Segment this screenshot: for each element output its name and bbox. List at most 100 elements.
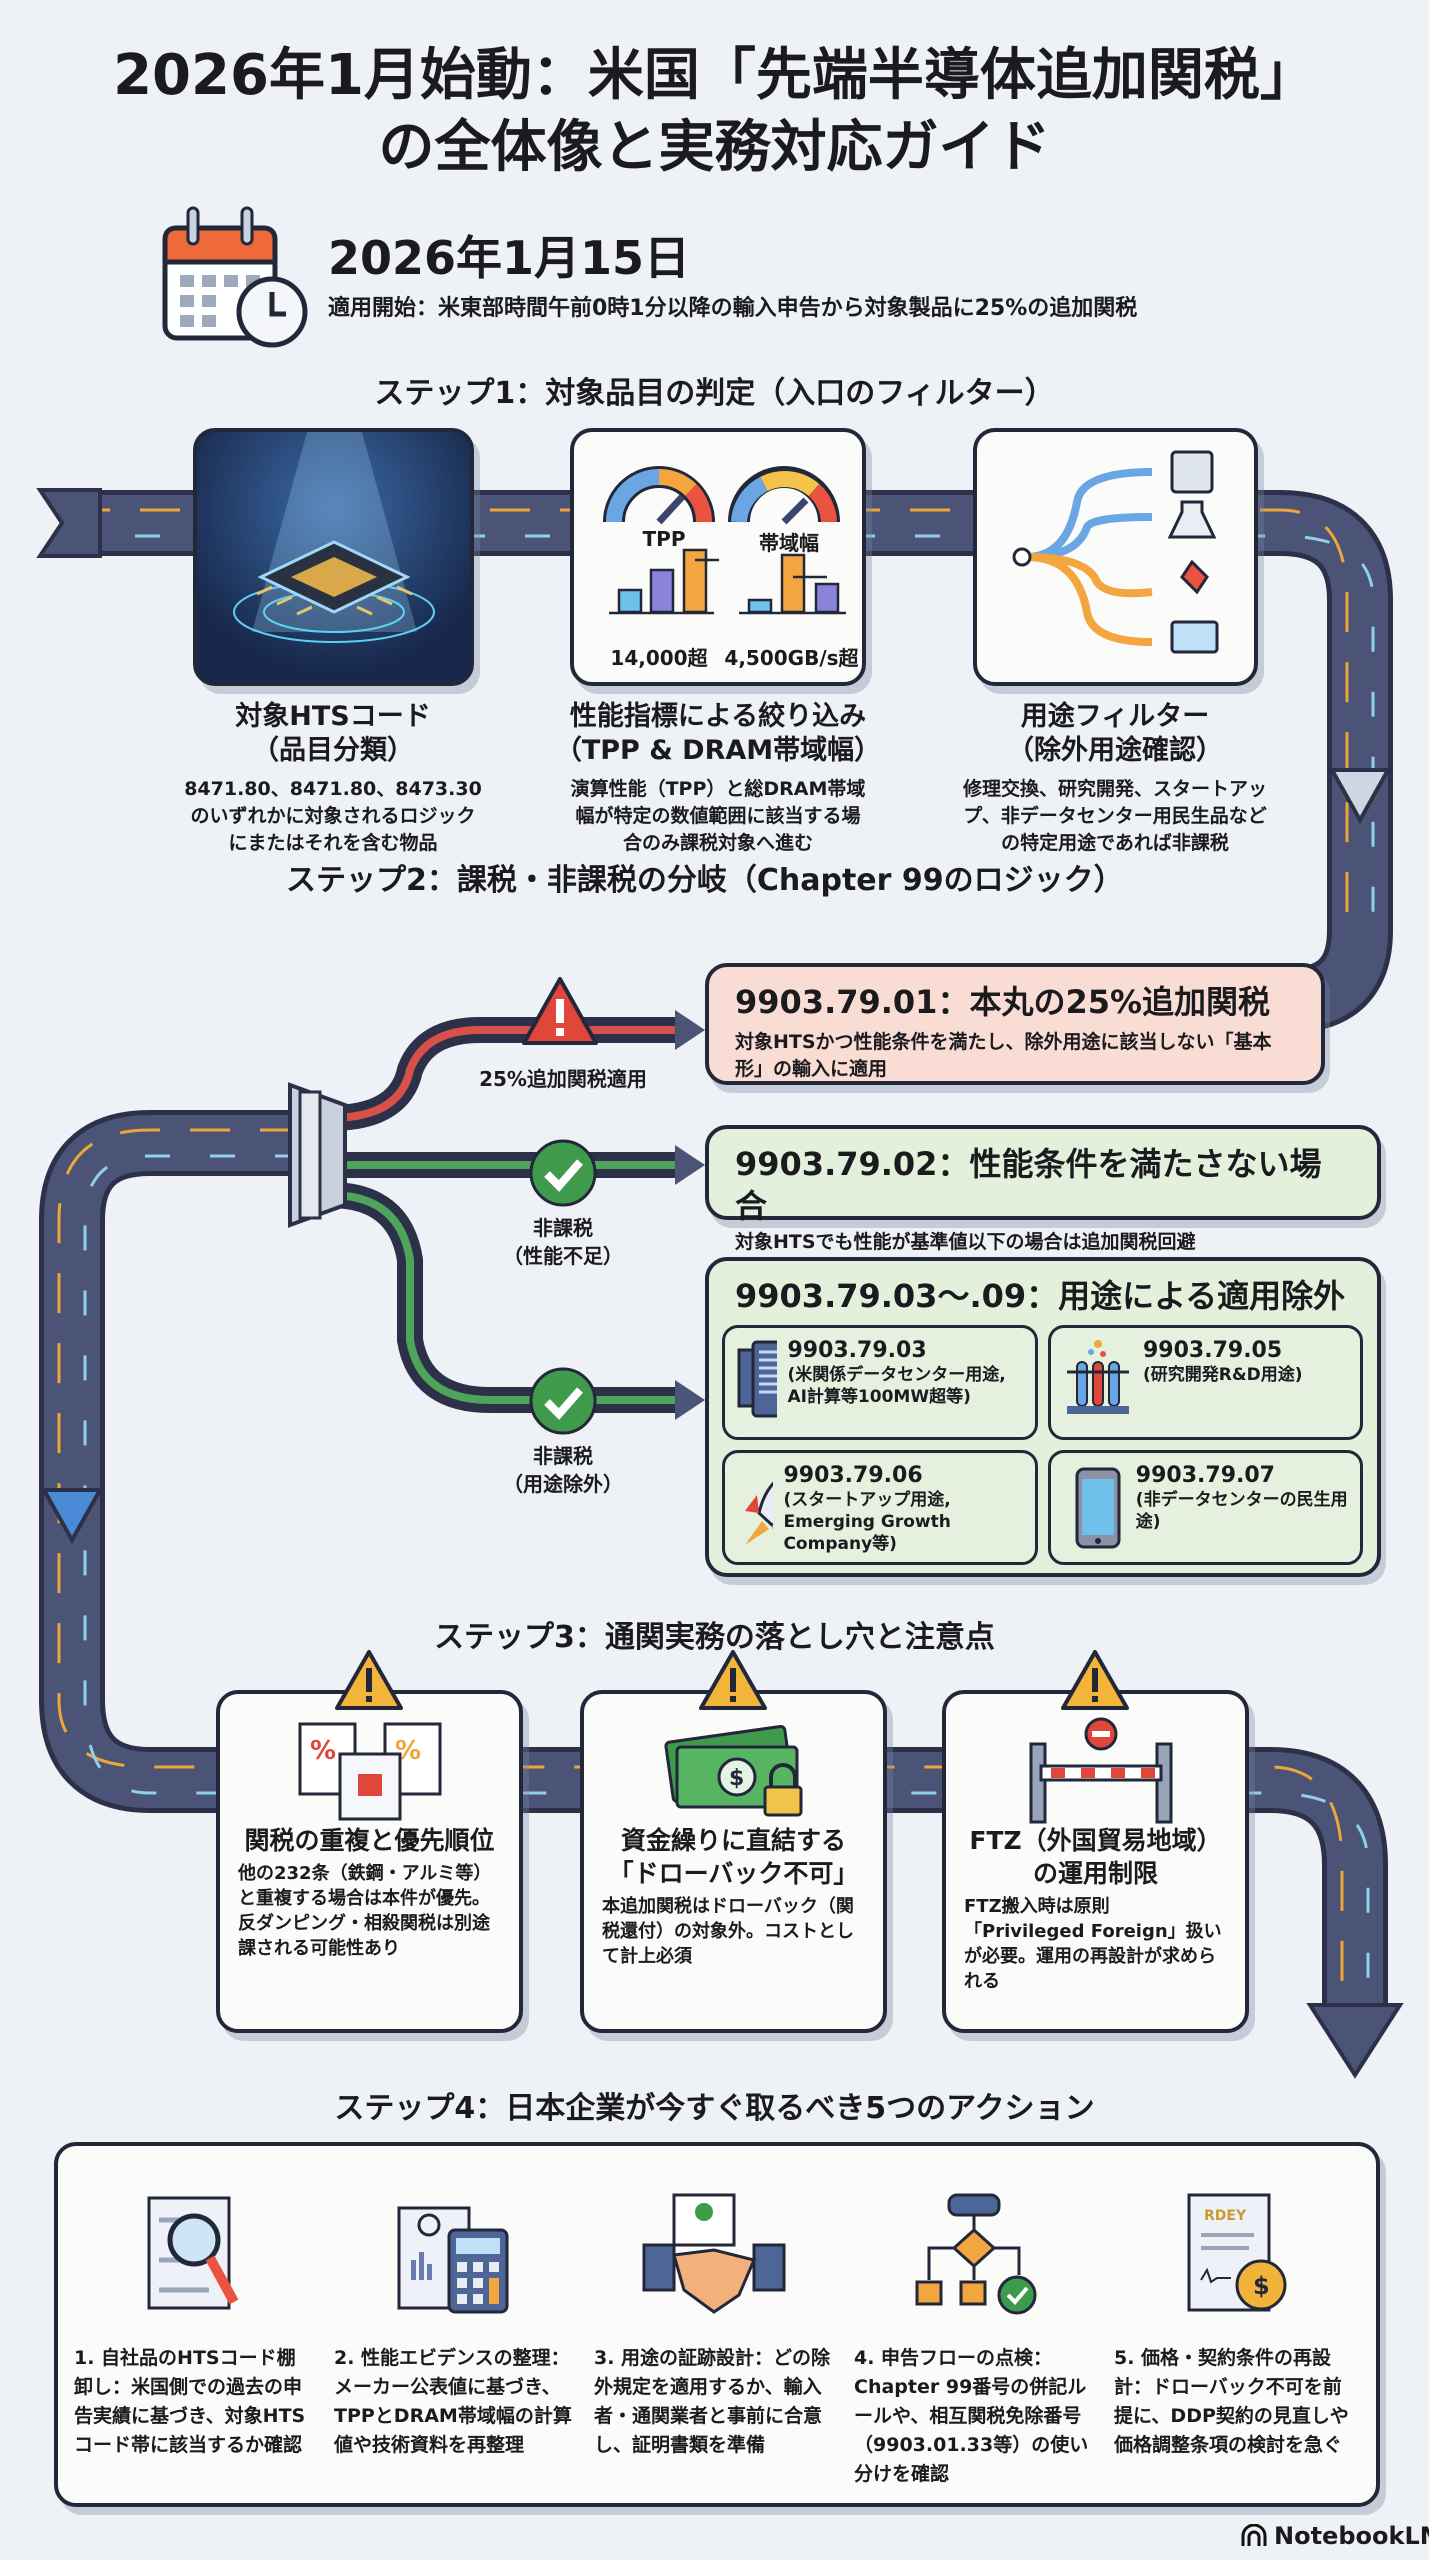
notebooklm-logo-icon: [1241, 2524, 1267, 2546]
exemption-desc: (研究開発R&D用途): [1143, 1365, 1303, 1385]
threshold-bandwidth: 4,500GB/s超: [724, 646, 859, 670]
threshold-tpp: 14,000超: [610, 646, 708, 670]
calendar-clock-icon: [162, 206, 308, 348]
step1-heading: ステップ1：対象品目の判定（入口のフィルター）: [374, 376, 1055, 411]
card-body: 演算性能（TPP）と総DRAM帯域幅が特定の数値範囲に該当する場合のみ課税対象へ…: [570, 778, 866, 854]
box-body: 対象HTSでも性能が基準値以下の場合は追加関税回避: [735, 1231, 1196, 1253]
junction-connector: [288, 1082, 347, 1228]
barrier-gate-icon: [1029, 1717, 1173, 1824]
use-filter-card: [973, 428, 1258, 686]
warning-icon: [1061, 1650, 1129, 1710]
branch-label-performance: 非課税（性能不足）: [463, 1214, 663, 1270]
end-arrowhead-icon: [1306, 2003, 1404, 2079]
chevron-down-icon: [40, 1488, 104, 1545]
check-circle-icon: [529, 1367, 597, 1435]
svg-text:RDEY: RDEY: [1204, 2208, 1247, 2224]
branch-label: 非課税: [533, 1216, 593, 1240]
action-text: 4. 申告フローの点検：Chapter 99番号の併記ルールや、相互関税免除番号…: [854, 2347, 1089, 2485]
step2-heading: ステップ2：課税・非課税の分岐（Chapter 99のロジック）: [286, 863, 1124, 898]
notebooklm-brand: NotebookLM: [1240, 2522, 1429, 2550]
exemption-code: 9903.79.05: [1143, 1338, 1283, 1363]
svg-text:$: $: [729, 1766, 744, 1791]
money-lock-icon: $: [664, 1724, 803, 1817]
action-text: 3. 用途の証跡設計：どの除外規定を適用するか、輸入者・通関業者と事前に合意し、…: [594, 2347, 831, 2456]
box-body: 対象HTSかつ性能条件を満たし、除外用途に該当しない「基本形」の輸入に適用: [735, 1031, 1272, 1080]
page-title: 2026年1月始動：米国「先端半導体追加関税」: [113, 43, 1316, 108]
hts-code-label: 対象HTSコード （品目分類） 8471.80、8471.80、8473.30の…: [133, 700, 533, 857]
pitfall-title: 資金繰りに直結する「ドローバック不可」: [608, 1826, 859, 1888]
card-subtitle: （品目分類）: [252, 735, 414, 766]
check-circle-icon: [529, 1139, 597, 1207]
card-title: 性能指標による絞り込み: [569, 701, 867, 732]
hts-code-card: [193, 428, 474, 686]
performance-label: 性能指標による絞り込み （TPP & DRAM帯域幅） 演算性能（TPP）と総D…: [518, 700, 918, 857]
exemption-code: 9903.79.06: [783, 1463, 923, 1488]
pitfall-body: 他の232条（鉄鋼・アルミ等）と重複する場合は本件が優先。反ダンピング・相殺関税…: [238, 1863, 492, 1959]
box-title: 9903.79.02：性能条件を満たさない場合: [735, 1145, 1322, 1225]
exemption-desc: (米関係データセンター用途, AI計算等100MW超等): [787, 1365, 1006, 1407]
effective-note: 適用開始：米東部時間午前0時1分以降の輸入申告から対象製品に25%の追加関税: [328, 296, 1138, 321]
box-title: 9903.79.01：本丸の25%追加関税: [735, 983, 1271, 1021]
action-text: 2. 性能エビデンスの整理：メーカー公表値に基づき、TPPとDRAM帯域幅の計算…: [334, 2347, 572, 2456]
chevron-down-icon: [1328, 768, 1392, 825]
card-subtitle: （TPP & DRAM帯域幅）: [554, 735, 882, 766]
start-ribbon-notch: [36, 488, 102, 558]
warning-icon: [699, 1650, 767, 1710]
gauge-icon: [603, 466, 846, 615]
exemption-desc: (スタートアップ用途, Emerging Growth Company等): [783, 1490, 951, 1554]
warning-icon: [335, 1650, 403, 1710]
contract-coin-icon: RDEY$: [1187, 2193, 1287, 2312]
card-subtitle: （除外用途確認）: [1007, 735, 1223, 766]
branch-label-use: 非課税 （用途除外）: [463, 1442, 663, 1498]
exemption-code: 9903.79.07: [1135, 1463, 1275, 1488]
action-item: 2. 性能エビデンスの整理：メーカー公表値に基づき、TPPとDRAM帯域幅の計算…: [334, 2180, 574, 2460]
effective-date: 2026年1月15日: [328, 231, 691, 285]
exemption-item: 9903.79.07(非データセンターの民生用途): [1048, 1450, 1363, 1565]
microchip-icon: [233, 432, 435, 643]
pitfall-card: FTZ（外国貿易地域）の運用制限 FTZ搬入時は原則「Privileged Fo…: [942, 1690, 1249, 2033]
performance-card: TPP 帯域幅 14,000超 4,500GB/s超: [570, 428, 866, 686]
pitfall-title: FTZ（外国貿易地域）の運用制限: [969, 1826, 1222, 1888]
step3-heading: ステップ3：通関実務の落とし穴と注意点: [434, 1620, 995, 1655]
card-body: 8471.80、8471.80、8473.30のいずれかに対象されるロジックにま…: [184, 778, 482, 854]
pitfall-body: 本追加関税はドローバック（関税還付）の対象外。コストとして計上必須: [602, 1896, 854, 1967]
rocket-icon: [745, 1480, 774, 1545]
branch-label: 非課税: [533, 1444, 593, 1468]
card-title: 用途フィルター: [1020, 701, 1210, 732]
pitfall-body: FTZ搬入時は原則「Privileged Foreign」扱いが必要。運用の再設…: [964, 1896, 1222, 1992]
action-item: 3. 用途の証跡設計：どの除外規定を適用するか、輸入者・通関業者と事前に合意し、…: [594, 2180, 834, 2460]
use-filter-label: 用途フィルター （除外用途確認） 修理交換、研究開発、スタートアップ、非データセ…: [915, 700, 1315, 857]
exemption-desc: (非データセンターの民生用途): [1135, 1490, 1348, 1532]
test-tubes-icon: [1067, 1340, 1129, 1414]
server-icon: [737, 1340, 778, 1418]
arrowhead-box1: [675, 1010, 705, 1050]
card-title: 対象HTSコード: [235, 701, 431, 732]
action-text: 1. 自社品のHTSコード棚卸し：米国側での過去の申告実績に基づき、対象HTSコ…: [74, 2347, 306, 2456]
branch-sublabel: （用途除外）: [503, 1472, 623, 1496]
exemption-code: 9903.79.03: [787, 1338, 927, 1363]
box-title: 9903.79.03〜.09：用途による適用除外: [735, 1277, 1346, 1315]
action-item: RDEY$ 5. 価格・契約条件の再設計：ドローバック不可を前提に、DDP契約の…: [1114, 2180, 1354, 2460]
exemption-item: 9903.79.05(研究開発R&D用途): [1048, 1325, 1363, 1440]
action-item: 4. 申告フローの点検：Chapter 99番号の併記ルールや、相互関税免除番号…: [854, 2180, 1094, 2489]
documents-percent-icon: %%: [298, 1722, 442, 1821]
document-magnifier-icon: [147, 2196, 239, 2310]
box-9903-79-01: 9903.79.01：本丸の25%追加関税 対象HTSかつ性能条件を満たし、除外…: [705, 963, 1325, 1085]
card-body: 修理交換、研究開発、スタートアップ、非データセンター用民生品などの特定用途であれ…: [962, 778, 1267, 854]
branching-arrows-icon: [1012, 450, 1219, 654]
gauge-label-bandwidth: 帯域幅: [759, 531, 819, 555]
page-subtitle: の全体像と実務対応ガイド: [378, 115, 1051, 180]
svg-text:%: %: [310, 1736, 336, 1766]
action-text: 5. 価格・契約条件の再設計：ドローバック不可を前提に、DDP契約の見直しや価格…: [1114, 2347, 1349, 2456]
gauge-label-tpp: TPP: [642, 527, 686, 551]
exemption-item: 9903.79.06(スタートアップ用途, Emerging Growth Co…: [722, 1450, 1038, 1565]
exemption-item: 9903.79.03(米関係データセンター用途, AI計算等100MW超等): [722, 1325, 1038, 1440]
branch-label-taxed: 25%追加関税適用: [479, 1067, 647, 1091]
pitfall-card: %% 関税の重複と優先順位 他の232条（鉄鋼・アルミ等）と重複する場合は本件が…: [216, 1690, 523, 2033]
warning-icon: [522, 977, 598, 1045]
box-9903-79-02: 9903.79.02：性能条件を満たさない場合 対象HTSでも性能が基準値以下の…: [705, 1125, 1381, 1253]
smartphone-icon: [1075, 1467, 1121, 1549]
flowchart-icon: [915, 2193, 1037, 2315]
arrowhead-box3: [675, 1380, 705, 1420]
